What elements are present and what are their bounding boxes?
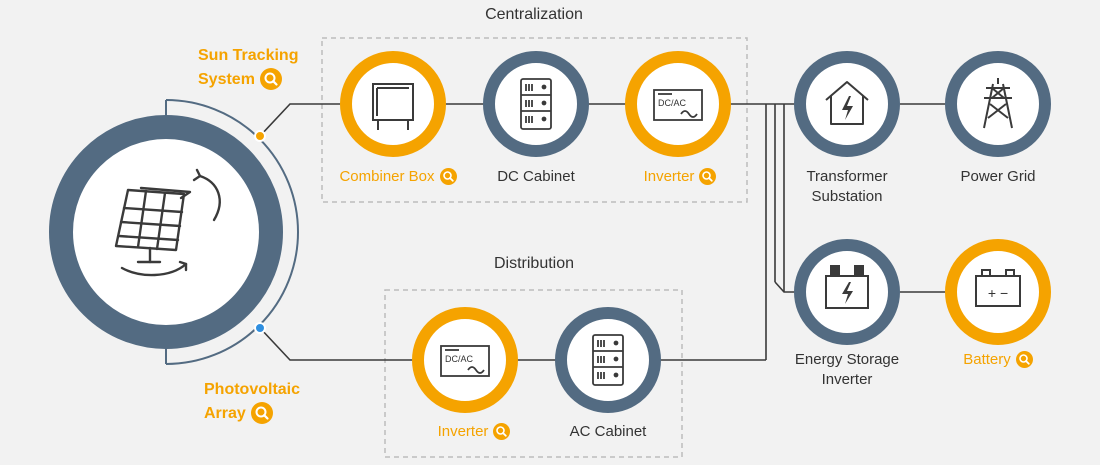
photovoltaic-label[interactable]: Photovoltaic Array (204, 378, 300, 426)
inverter-central-text: Inverter (643, 168, 695, 185)
combiner-box-text: Combiner Box (339, 168, 435, 185)
transformer-line-2: Substation (811, 188, 883, 205)
power-grid-node[interactable] (945, 51, 1051, 157)
power-tower-icon (983, 78, 1013, 129)
search-icon[interactable] (250, 401, 273, 424)
battery-icon (975, 269, 1021, 307)
search-icon[interactable] (699, 167, 717, 185)
pv-outer-arc (165, 99, 299, 365)
ess-inverter-line-1: Energy Storage (794, 351, 900, 368)
distribution-title: Distribution (493, 255, 575, 272)
battery-symbols-text: + − (988, 285, 1008, 301)
dc-cabinet-node[interactable] (483, 51, 589, 157)
combiner-box-icon (372, 83, 414, 130)
sun-tracking-label[interactable]: Sun Tracking System (198, 44, 298, 92)
dc-cabinet-label: DC Cabinet (497, 168, 575, 185)
connectors (259, 103, 945, 361)
ess-inverter-line-2: Inverter (821, 371, 873, 388)
inverter-dist-label[interactable]: Inverter (414, 422, 534, 442)
sun-tracking-line-2: System (198, 71, 255, 88)
photovoltaic-line-2: Array (204, 405, 246, 422)
connector-bus-to-ess (774, 281, 795, 293)
inverter-dist-text: Inverter (437, 423, 489, 440)
ac-cabinet-label: AC Cabinet (569, 423, 647, 440)
inverter-icon (653, 89, 703, 121)
solar-panel-icon (114, 168, 221, 277)
photovoltaic-line-1: Photovoltaic (204, 381, 301, 398)
inverter-dcac-text: DC/AC (445, 354, 474, 364)
battery-text: Battery (963, 351, 1011, 368)
pv-dot (254, 322, 266, 334)
combiner-box-node[interactable] (340, 51, 446, 157)
ess-inverter-node[interactable] (794, 239, 900, 345)
centralization-title: Centralization (485, 6, 583, 23)
tracking-dot (254, 130, 266, 142)
battery-node[interactable]: + − (945, 239, 1051, 345)
transformer-node[interactable] (794, 51, 900, 157)
search-icon[interactable] (259, 67, 282, 90)
centralization-box (321, 37, 748, 203)
inverter-dcac-text: DC/AC (658, 98, 687, 108)
inverter-central-label[interactable]: Inverter (620, 167, 740, 187)
cabinet-icon (592, 334, 624, 386)
sun-tracking-line-1: Sun Tracking (198, 47, 299, 64)
power-grid-label: Power Grid (960, 168, 1036, 185)
connector-tracking-to-combiner (259, 103, 340, 137)
inverter-icon (440, 345, 490, 377)
search-icon[interactable] (439, 167, 457, 185)
search-icon[interactable] (493, 422, 511, 440)
cabinet-icon (520, 78, 552, 130)
inverter-dist-node[interactable]: DC/AC (412, 307, 518, 413)
transformer-label: Transformer Substation (787, 167, 907, 207)
connector-pv-to-inverter (259, 327, 413, 361)
ess-icon (825, 265, 869, 309)
ess-inverter-label: Energy Storage Inverter (777, 350, 917, 390)
distribution-box (384, 289, 683, 458)
inverter-central-node[interactable]: DC/AC (625, 51, 731, 157)
pv-array-node[interactable] (49, 115, 283, 349)
transformer-line-1: Transformer (806, 168, 888, 185)
combiner-box-label[interactable]: Combiner Box (318, 167, 478, 187)
battery-label[interactable]: Battery (938, 350, 1058, 370)
ac-cabinet-node[interactable] (555, 307, 661, 413)
search-icon[interactable] (1015, 350, 1033, 368)
house-bolt-icon (825, 81, 869, 125)
